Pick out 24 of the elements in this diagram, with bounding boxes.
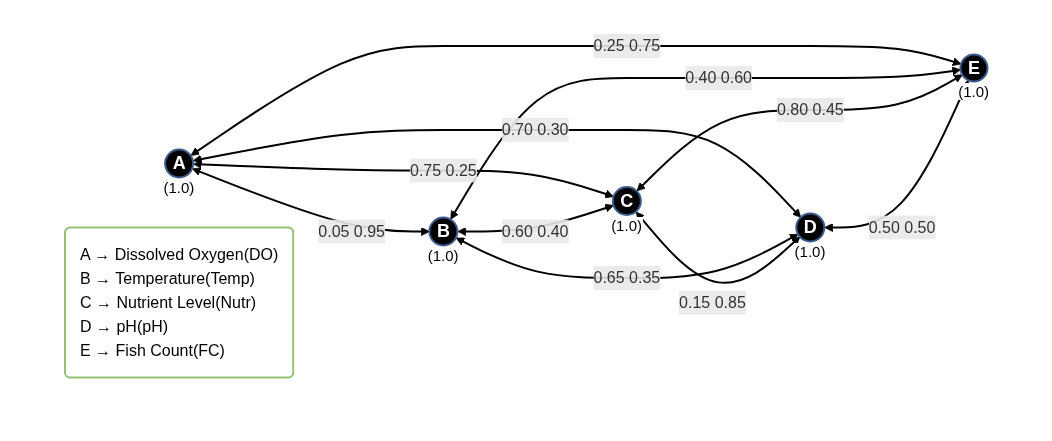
node-weight-label: (1.0) [162,179,196,197]
node-circle: D [795,212,826,243]
edge-label: 0.70 0.30 [501,120,569,138]
edge-label: 0.25 0.75 [593,36,660,54]
arrow [190,44,962,156]
arrow [636,74,963,191]
node-weight-label: (1.0) [610,216,643,234]
node-weight-label: (1.0) [957,83,991,101]
edge-label: 0.50 0.50 [868,218,936,236]
edge-label: 0.15 0.85 [678,293,746,311]
edge-label: 0.40 0.60 [685,68,752,86]
edge-label: 0.05 0.95 [318,222,385,240]
edge-label: 0.65 0.35 [593,268,660,286]
arrow [450,66,961,220]
node-circle: E [959,53,989,83]
edge-label: 0.80 0.45 [776,100,844,118]
node-circle: A [163,148,194,179]
node-weight-label: (1.0) [793,243,827,261]
edge-label: 0.60 0.40 [501,222,569,240]
arrow [635,211,801,284]
node-circle: C [611,185,642,216]
node-circle: B [428,216,459,247]
edge-label: 0.75 0.25 [409,161,477,179]
node-weight-label: (1.0) [426,247,460,265]
